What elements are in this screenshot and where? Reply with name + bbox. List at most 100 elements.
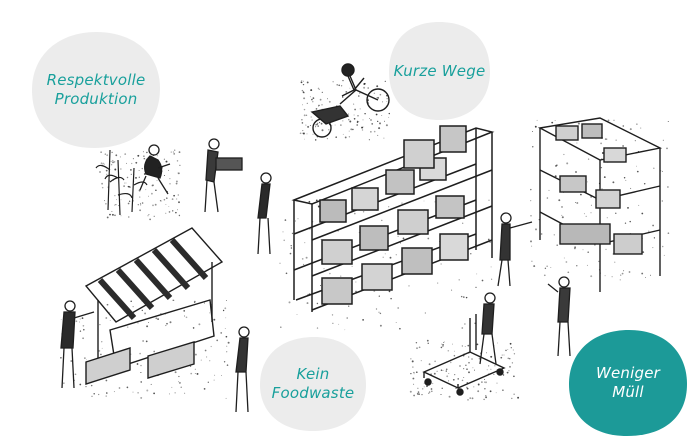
stipple-dot [106,173,108,175]
stipple-dot [408,285,410,287]
stipple-dot [115,154,118,157]
stipple-dot [533,265,536,268]
stipple-dot [114,168,117,171]
stipple-dot [155,189,157,192]
stipple-dot [440,346,443,349]
stipple-dot [390,297,392,300]
stipple-dot [349,87,351,89]
stipple-dot [220,332,223,334]
stipple-dot [139,202,142,204]
stipple-dot [118,387,121,389]
stipple-dot [441,387,443,389]
stipple-dot [376,97,378,99]
stipple-dot [614,261,616,263]
stipple-dot [222,309,225,312]
stipple-dot [91,395,93,397]
cargo-bike-icon [310,63,390,138]
stipple-dot [423,386,425,388]
stipple-dot [342,133,344,135]
stipple-dot [453,350,455,352]
stipple-dot [375,308,378,310]
stipple-dot [225,335,228,338]
stipple-dot [667,232,670,235]
stipple-dot [495,392,497,394]
stipple-dot [424,312,426,314]
stipple-dot [489,241,491,243]
stipple-dot [622,145,624,147]
stipple-dot [565,261,568,263]
stipple-dot [160,312,162,315]
stipple-dot [484,379,486,380]
stipple-dot [315,199,318,202]
stipple-dot [335,136,337,138]
stipple-dot [179,164,181,167]
stipple-dot [151,192,153,195]
stipple-dot [377,96,380,99]
stipple-dot [190,372,193,375]
stipple-dot [544,267,547,270]
stipple-dot [585,215,587,218]
stipple-dot [309,124,311,127]
stipple-dot [316,327,319,329]
stipple-dot [101,182,103,185]
stipple-dot [379,324,382,327]
stipple-dot [607,119,610,122]
stipple-dot [613,119,615,121]
stipple-dot [153,350,156,353]
stipple-dot [386,101,388,102]
stipple-dot [389,256,392,259]
stipple-dot [288,301,291,304]
stipple-dot [630,187,632,190]
stipple-dot [472,367,474,369]
stipple-dot [284,219,287,221]
stipple-dot [318,121,321,124]
stipple-dot [100,162,103,164]
stipple-dot [147,215,149,217]
stipple-dot [141,202,144,204]
stipple-dot [461,327,464,329]
stipple-dot [140,364,142,367]
stipple-dot [135,161,138,164]
stipple-dot [590,204,592,206]
stipple-dot [442,345,444,347]
stipple-dot [496,382,498,384]
stipple-dot [487,238,490,241]
stipple-dot [410,358,412,360]
stipple-dot [513,353,516,355]
stipple-dot [320,122,323,125]
stipple-dot [131,162,133,165]
stipple-dot [101,341,103,343]
stipple-dot [485,396,488,399]
stipple-dot [358,95,360,97]
stipple-dot [120,215,122,217]
stipple-dot [493,373,495,375]
stipple-dot [361,129,364,131]
stipple-dot [511,362,514,364]
stipple-dot [615,212,617,214]
stipple-dot [130,300,132,302]
stipple-dot [137,204,139,206]
stipple-dot [312,133,314,135]
stipple-dot [508,357,511,360]
stipple-dot [316,302,319,305]
stipple-dot [302,130,304,132]
stipple-dot [454,374,456,376]
stipple-dot [508,370,510,372]
stipple-dot [471,397,474,400]
stipple-dot [615,139,617,141]
stipple-dot [530,240,532,243]
stipple-dot [536,119,538,121]
stipple-dot [312,97,315,99]
stipple-dot [484,381,486,383]
stipple-dot [109,213,111,216]
stipple-dot [451,289,453,291]
stipple-dot [395,254,397,256]
stipple-dot [159,200,162,202]
stipple-dot [105,169,108,172]
stipple-dot [462,296,465,298]
stipple-dot [667,120,669,123]
stipple-dot [371,123,374,125]
stipple-dot [214,374,216,376]
